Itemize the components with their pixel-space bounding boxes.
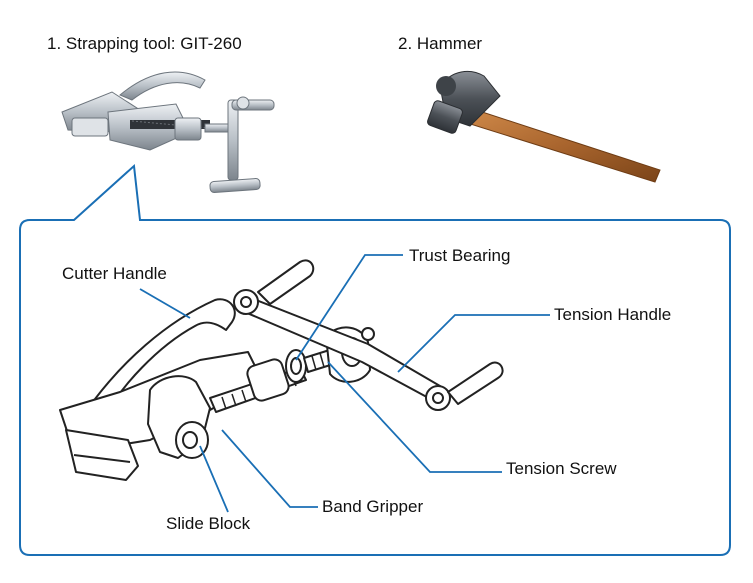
leader-lines	[139, 254, 550, 513]
leader-trust-bearing	[295, 254, 403, 361]
trust-bearing-label: Trust Bearing	[409, 246, 511, 265]
tool-line-drawing	[59, 259, 504, 481]
hammer-photo	[427, 70, 661, 183]
strapping-tool-caption: 1. Strapping tool: GIT-260	[47, 34, 242, 53]
band-gripper-label: Band Gripper	[322, 497, 424, 516]
leader-cutter-handle	[139, 288, 191, 319]
leader-tension-screw	[327, 361, 502, 473]
leader-slide-block	[199, 445, 229, 513]
leader-tension-handle	[397, 314, 550, 373]
strapping-tool-photo	[61, 71, 275, 193]
tension-screw-label: Tension Screw	[506, 459, 617, 478]
slide-block-label: Slide Block	[166, 514, 251, 533]
cutter-handle-label: Cutter Handle	[62, 264, 167, 283]
hammer-caption: 2. Hammer	[398, 34, 483, 53]
tension-handle-label: Tension Handle	[554, 305, 672, 324]
leader-band-gripper	[221, 429, 318, 508]
